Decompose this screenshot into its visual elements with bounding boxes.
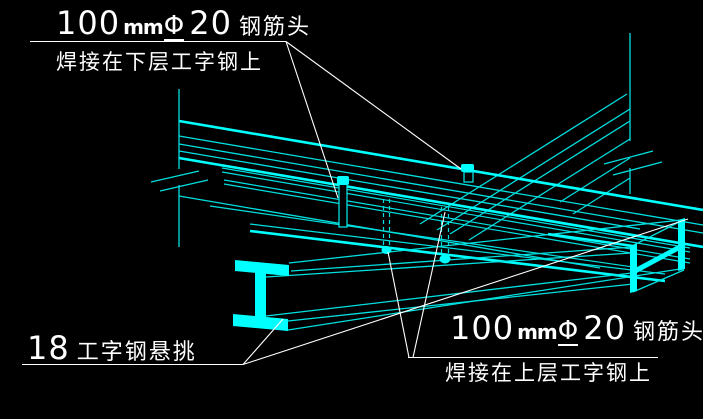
hidden-rebar-1 [381, 199, 392, 254]
label-top-left-line2: 焊接在下层工字钢上 [56, 50, 263, 74]
rebar-diameter: 20 [189, 4, 232, 42]
leader-to-rebar-2 [285, 41, 462, 170]
rebar-head-1 [337, 176, 349, 228]
i-section-left-face [233, 260, 289, 331]
upper-layer-beam-lines [178, 119, 703, 283]
rebar-diameter-symbol: Φ [557, 316, 579, 346]
leader-to-rebar-1 [285, 41, 339, 199]
wall-break-right [603, 33, 663, 194]
rebar-length: 100 [56, 4, 121, 42]
cantilever-beam-name: 工字钢悬挑 [76, 340, 197, 365]
rebar-length-unit: mm [123, 15, 164, 39]
rebar-item-name: 钢筋头 [632, 320, 703, 345]
leader-to-hidden-rebar-2 [412, 211, 446, 358]
leader-to-hidden-rebar-1 [387, 251, 410, 358]
rebar-diameter: 20 [583, 309, 626, 347]
rebar-item-name: 钢筋头 [238, 15, 311, 40]
rebar-length: 100 [450, 309, 515, 347]
i-section-right-face [630, 218, 685, 293]
cantilever-top-near-edge [547, 232, 634, 248]
leader-to-right-end [242, 218, 689, 366]
cantilever-beam-size: 18 [27, 329, 70, 367]
rebar-head-2 [461, 164, 474, 183]
label-bottom-right-line2: 焊接在上层工字钢上 [445, 361, 652, 385]
leader-lines [22, 40, 689, 366]
wall-break-left [150, 89, 209, 247]
rebar-length-unit: mm [517, 320, 558, 344]
rebar-diameter-symbol: Φ [163, 11, 185, 41]
hidden-rebar-2 [439, 207, 451, 264]
leader-to-left-section [242, 318, 284, 365]
